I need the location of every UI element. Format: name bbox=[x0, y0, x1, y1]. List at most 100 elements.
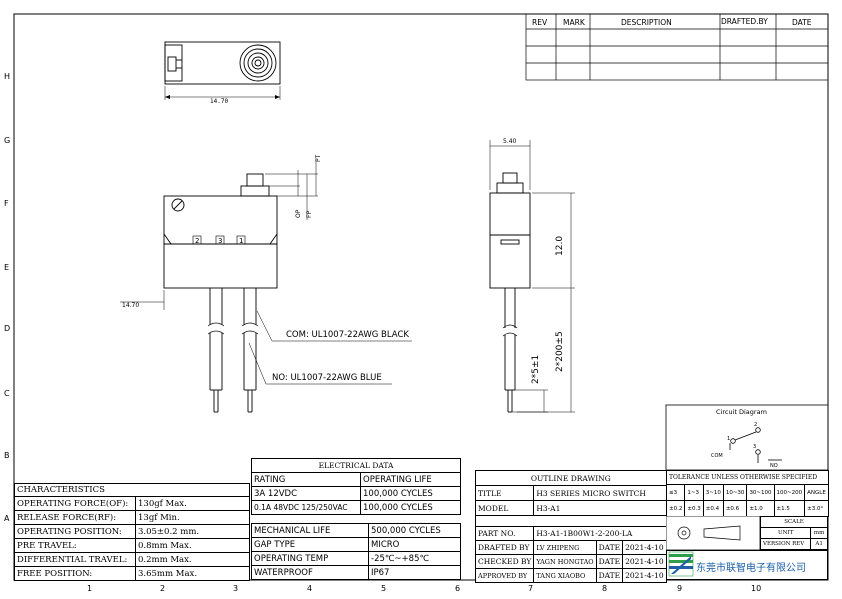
tol-value-3: ±0.4 bbox=[702, 500, 724, 517]
circuit-com: COM bbox=[711, 453, 723, 459]
electrical-title: ELECTRICAL DATA bbox=[251, 458, 461, 473]
approved-value: TANG XIAOBO bbox=[533, 568, 597, 583]
tol-range-3: 3~10 bbox=[702, 484, 724, 501]
tol-value-2: ±0.3 bbox=[684, 500, 704, 517]
title-value: H3 SERIES MICRO SWITCH bbox=[533, 485, 667, 501]
unit-value: mm bbox=[810, 527, 828, 539]
scale-label: SCALE bbox=[760, 516, 828, 528]
char-value-of: 130gf Max. bbox=[135, 496, 250, 511]
tol-range-1: ≤3 bbox=[665, 484, 686, 501]
grid-row-b: B bbox=[4, 451, 10, 460]
front-width-dim: 14.70 bbox=[122, 302, 139, 309]
rev-header: REV bbox=[532, 18, 548, 27]
date-header: DATE bbox=[792, 18, 812, 27]
spec-value-waterproof: IP67 bbox=[368, 565, 461, 580]
checked-value: YAGN HONGTAO bbox=[533, 554, 597, 569]
outline-drawing: OUTLINE DRAWING bbox=[475, 470, 667, 486]
tol-range-angle: ANGLE bbox=[804, 484, 829, 501]
checked-date-label: DATE bbox=[595, 554, 624, 569]
circuit-no: NO bbox=[770, 463, 778, 469]
grid-row-a: A bbox=[4, 514, 10, 523]
spec-label-waterproof: WATERPROOF bbox=[251, 565, 369, 580]
tol-value-4: ±0.6 bbox=[722, 500, 748, 517]
company-name: 东莞市联智电子有限公司 bbox=[696, 563, 806, 574]
tol-value-5: ±1.0 bbox=[746, 500, 775, 517]
approved-label: APPROVED BY bbox=[474, 568, 535, 583]
char-value-dt: 0.2mm Max. bbox=[135, 552, 250, 567]
grid-col-9: 9 bbox=[677, 584, 682, 593]
char-label-rf: RELEASE FORCE(RF): bbox=[14, 510, 136, 525]
approved-date: 2021-4-10 bbox=[622, 568, 667, 583]
characteristics-table: CHARACTERISTICS OPERATING FORCE(OF):130g… bbox=[14, 483, 250, 581]
drafted-value: LV ZHIPENG bbox=[533, 540, 597, 555]
wire-callouts: COM: UL1007-22AWG BLACK NO: UL1007-22AWG… bbox=[272, 330, 409, 383]
tolerance-table: TOLERANCE UNLESS OTHERWISE SPECIFIED ≤3 … bbox=[665, 470, 829, 517]
grid-col-7: 7 bbox=[528, 584, 533, 593]
lead-strip-dim: 2*5±1 bbox=[531, 355, 541, 384]
grid-col-4: 4 bbox=[307, 584, 312, 593]
circuit-pin2: 2 bbox=[754, 422, 757, 428]
side-dims: 5.40 bbox=[503, 138, 517, 145]
mark-header: MARK bbox=[563, 18, 586, 27]
com-callout: COM: UL1007-22AWG BLACK bbox=[286, 330, 409, 340]
grid-labels: H G F E D C B A 1 2 3 4 5 6 7 8 9 10 bbox=[4, 72, 761, 593]
drafted-label: DRAFTED BY bbox=[474, 540, 535, 555]
version-value: A1 bbox=[810, 538, 828, 550]
char-value-pt: 0.8mm Max. bbox=[135, 538, 250, 553]
grid-col-5: 5 bbox=[381, 584, 386, 593]
tol-value-6: ±1.5 bbox=[773, 500, 806, 517]
drafted-date: 2021-4-10 bbox=[622, 540, 667, 555]
char-label-fp: FREE POSITION: bbox=[14, 566, 136, 581]
front-dims: 14.70 PT OP FP bbox=[122, 154, 322, 309]
grid-row-g: G bbox=[4, 136, 10, 145]
grid-col-3: 3 bbox=[233, 584, 238, 593]
tol-range-4: 10~30 bbox=[722, 484, 748, 501]
spec-label-mech: MECHANICAL LIFE bbox=[251, 523, 369, 538]
drafted-date-label: DATE bbox=[595, 540, 624, 555]
char-label-pt: PRE TRAVEL: bbox=[14, 538, 136, 553]
sheet-border bbox=[13, 13, 829, 581]
char-label-of: OPERATING FORCE(OF): bbox=[14, 496, 136, 511]
spec-label-gap: GAP TYPE bbox=[251, 537, 369, 552]
grid-col-8: 8 bbox=[602, 584, 607, 593]
char-value-op: 3.05±0.2 mm. bbox=[135, 524, 250, 539]
part-value: H3-A1-1B00W1-2-200-LA bbox=[533, 526, 667, 541]
model-label: MODEL bbox=[474, 500, 535, 516]
pt-label: PT bbox=[315, 154, 322, 162]
tol-range-6: 100~200 bbox=[773, 484, 806, 501]
grid-col-1: 1 bbox=[87, 584, 92, 593]
tol-range-5: 30~100 bbox=[746, 484, 775, 501]
tol-value-1: ±0.2 bbox=[665, 500, 686, 517]
spec-value-temp: -25℃~+85℃ bbox=[368, 551, 461, 566]
grid-col-6: 6 bbox=[455, 584, 460, 593]
grid-row-h: H bbox=[4, 72, 10, 81]
life-row-2: 100,000 CYCLES bbox=[360, 500, 461, 515]
circuit-pin1: 1 bbox=[727, 436, 730, 442]
circuit-pin3: 3 bbox=[753, 444, 756, 450]
no-callout: NO: UL1007-22AWG BLUE bbox=[272, 373, 382, 383]
grid-row-f: F bbox=[4, 199, 9, 208]
grid-row-d: D bbox=[4, 324, 10, 333]
part-label: PART NO. bbox=[474, 526, 535, 541]
description-header: DESCRIPTION bbox=[621, 18, 672, 27]
grid-col-10: 10 bbox=[751, 584, 761, 593]
tolerance-title: TOLERANCE UNLESS OTHERWISE SPECIFIED bbox=[666, 470, 829, 485]
circuit-labels: Circuit Diagram 1 2 3 COM NO bbox=[711, 408, 778, 469]
rating-row-2: 0.1A 48VDC 125/250VAC bbox=[251, 500, 361, 515]
terminal-numbers: 2 3 1 bbox=[195, 237, 243, 245]
side-vertical-dims: 12.0 2*200±5 2*5±1 bbox=[531, 236, 565, 384]
char-label-dt: DIFFERENTIAL TRAVEL: bbox=[14, 552, 136, 567]
version-label: VERSION REV bbox=[759, 538, 812, 550]
grid-row-c: C bbox=[4, 389, 10, 398]
projection-symbol bbox=[666, 516, 760, 550]
company-block: 东莞市联智电子有限公司 bbox=[666, 550, 828, 580]
front-view bbox=[120, 160, 412, 413]
checked-label: CHECKED BY bbox=[474, 554, 535, 569]
top-width-dim: 14.70 bbox=[210, 98, 228, 105]
terminal-1: 1 bbox=[239, 237, 243, 245]
grid-col-2: 2 bbox=[160, 584, 165, 593]
